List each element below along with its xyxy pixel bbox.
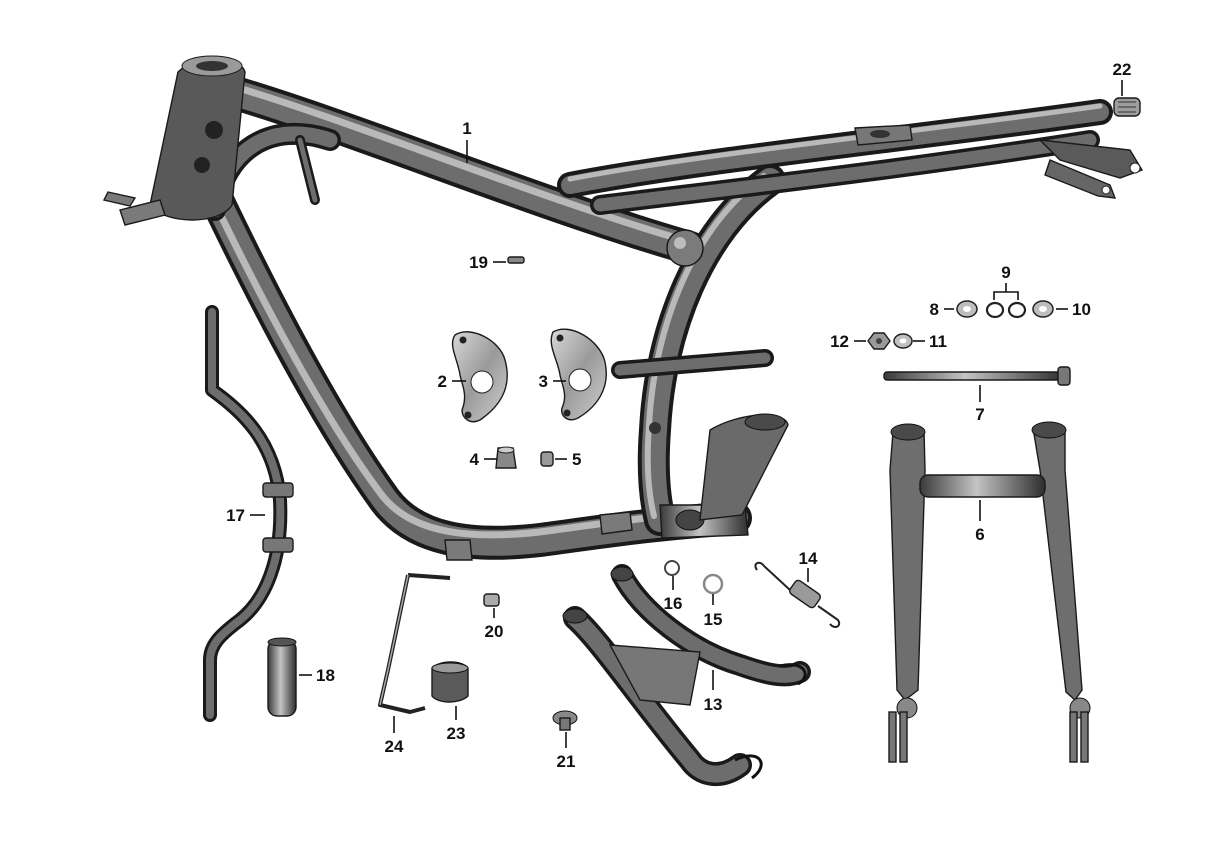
washer-11-illustration [893,333,913,349]
washer-8-illustration [956,300,978,318]
callout-18: 18 [316,666,335,685]
bolt-21-illustration [552,710,578,731]
grip-18-illustration [267,637,297,717]
frame-rear-bracket [649,413,789,521]
callout-14: 14 [799,549,818,568]
frame-seat-bracket [854,124,913,146]
callout-20: 20 [485,622,504,641]
centre-stand-illustration [562,564,811,786]
frame-tail-lugs [1038,139,1144,199]
washer-15-illustration [702,573,724,595]
nut-12-illustration [867,332,891,350]
frame-top-tube [215,75,707,265]
frame-steering-head [102,55,246,226]
callout-9: 9 [1001,263,1010,282]
washer-9a-illustration [985,301,1005,319]
rubber-block-23-illustration [431,661,469,703]
callout-7: 7 [975,405,984,424]
callout-12: 12 [830,332,849,351]
callout-24: 24 [385,737,404,756]
callout-17: 17 [226,506,245,525]
frame-cross-brace [611,349,774,379]
callout-5: 5 [572,450,581,469]
washer-9b-illustration [1007,301,1027,319]
frame-footrest-rod [295,135,320,205]
damper-rubber-illustration [1113,97,1141,117]
stand-spring-illustration [754,561,841,628]
sleeve-nut-illustration [495,446,517,469]
leader-lines [250,80,1123,748]
callout-16: 16 [664,594,683,613]
bent-tube-17-illustration [203,305,294,722]
small-nut-illustration [540,451,554,467]
frame-engine-mount [666,229,704,267]
callout-21: 21 [557,752,576,771]
washer-10-illustration [1032,300,1054,318]
callout-6: 6 [975,525,984,544]
rubber-bush-illustration [483,593,500,607]
swingarm-spindle-illustration [883,366,1071,386]
left-engine-plate-illustration [451,331,508,423]
leader-9 [993,283,1019,300]
callout-22: 22 [1113,60,1132,79]
callout-3: 3 [539,372,548,391]
callout-11: 11 [929,332,947,351]
bracket-24-illustration [378,573,451,714]
right-engine-plate-illustration [550,328,607,421]
callout-19: 19 [469,253,488,272]
callout-1: 1 [462,119,471,138]
callout-labels: 1 2 3 4 5 6 7 8 9 10 11 12 13 14 15 16 1… [226,60,1131,771]
frame-rear-rail [557,99,1113,215]
callout-10: 10 [1072,300,1091,319]
frame-seat-tube [637,164,786,536]
main-frame-illustration [102,55,1144,561]
frame-lower-lugs [444,511,633,561]
callout-15: 15 [704,610,723,629]
callout-23: 23 [447,724,466,743]
circlip-16-illustration [664,560,680,576]
swing-arm-illustration [888,421,1091,763]
callout-2: 2 [438,372,447,391]
callout-13: 13 [704,695,723,714]
grub-screw-illustration [507,256,525,264]
callout-4: 4 [470,450,480,469]
callout-8: 8 [930,300,939,319]
